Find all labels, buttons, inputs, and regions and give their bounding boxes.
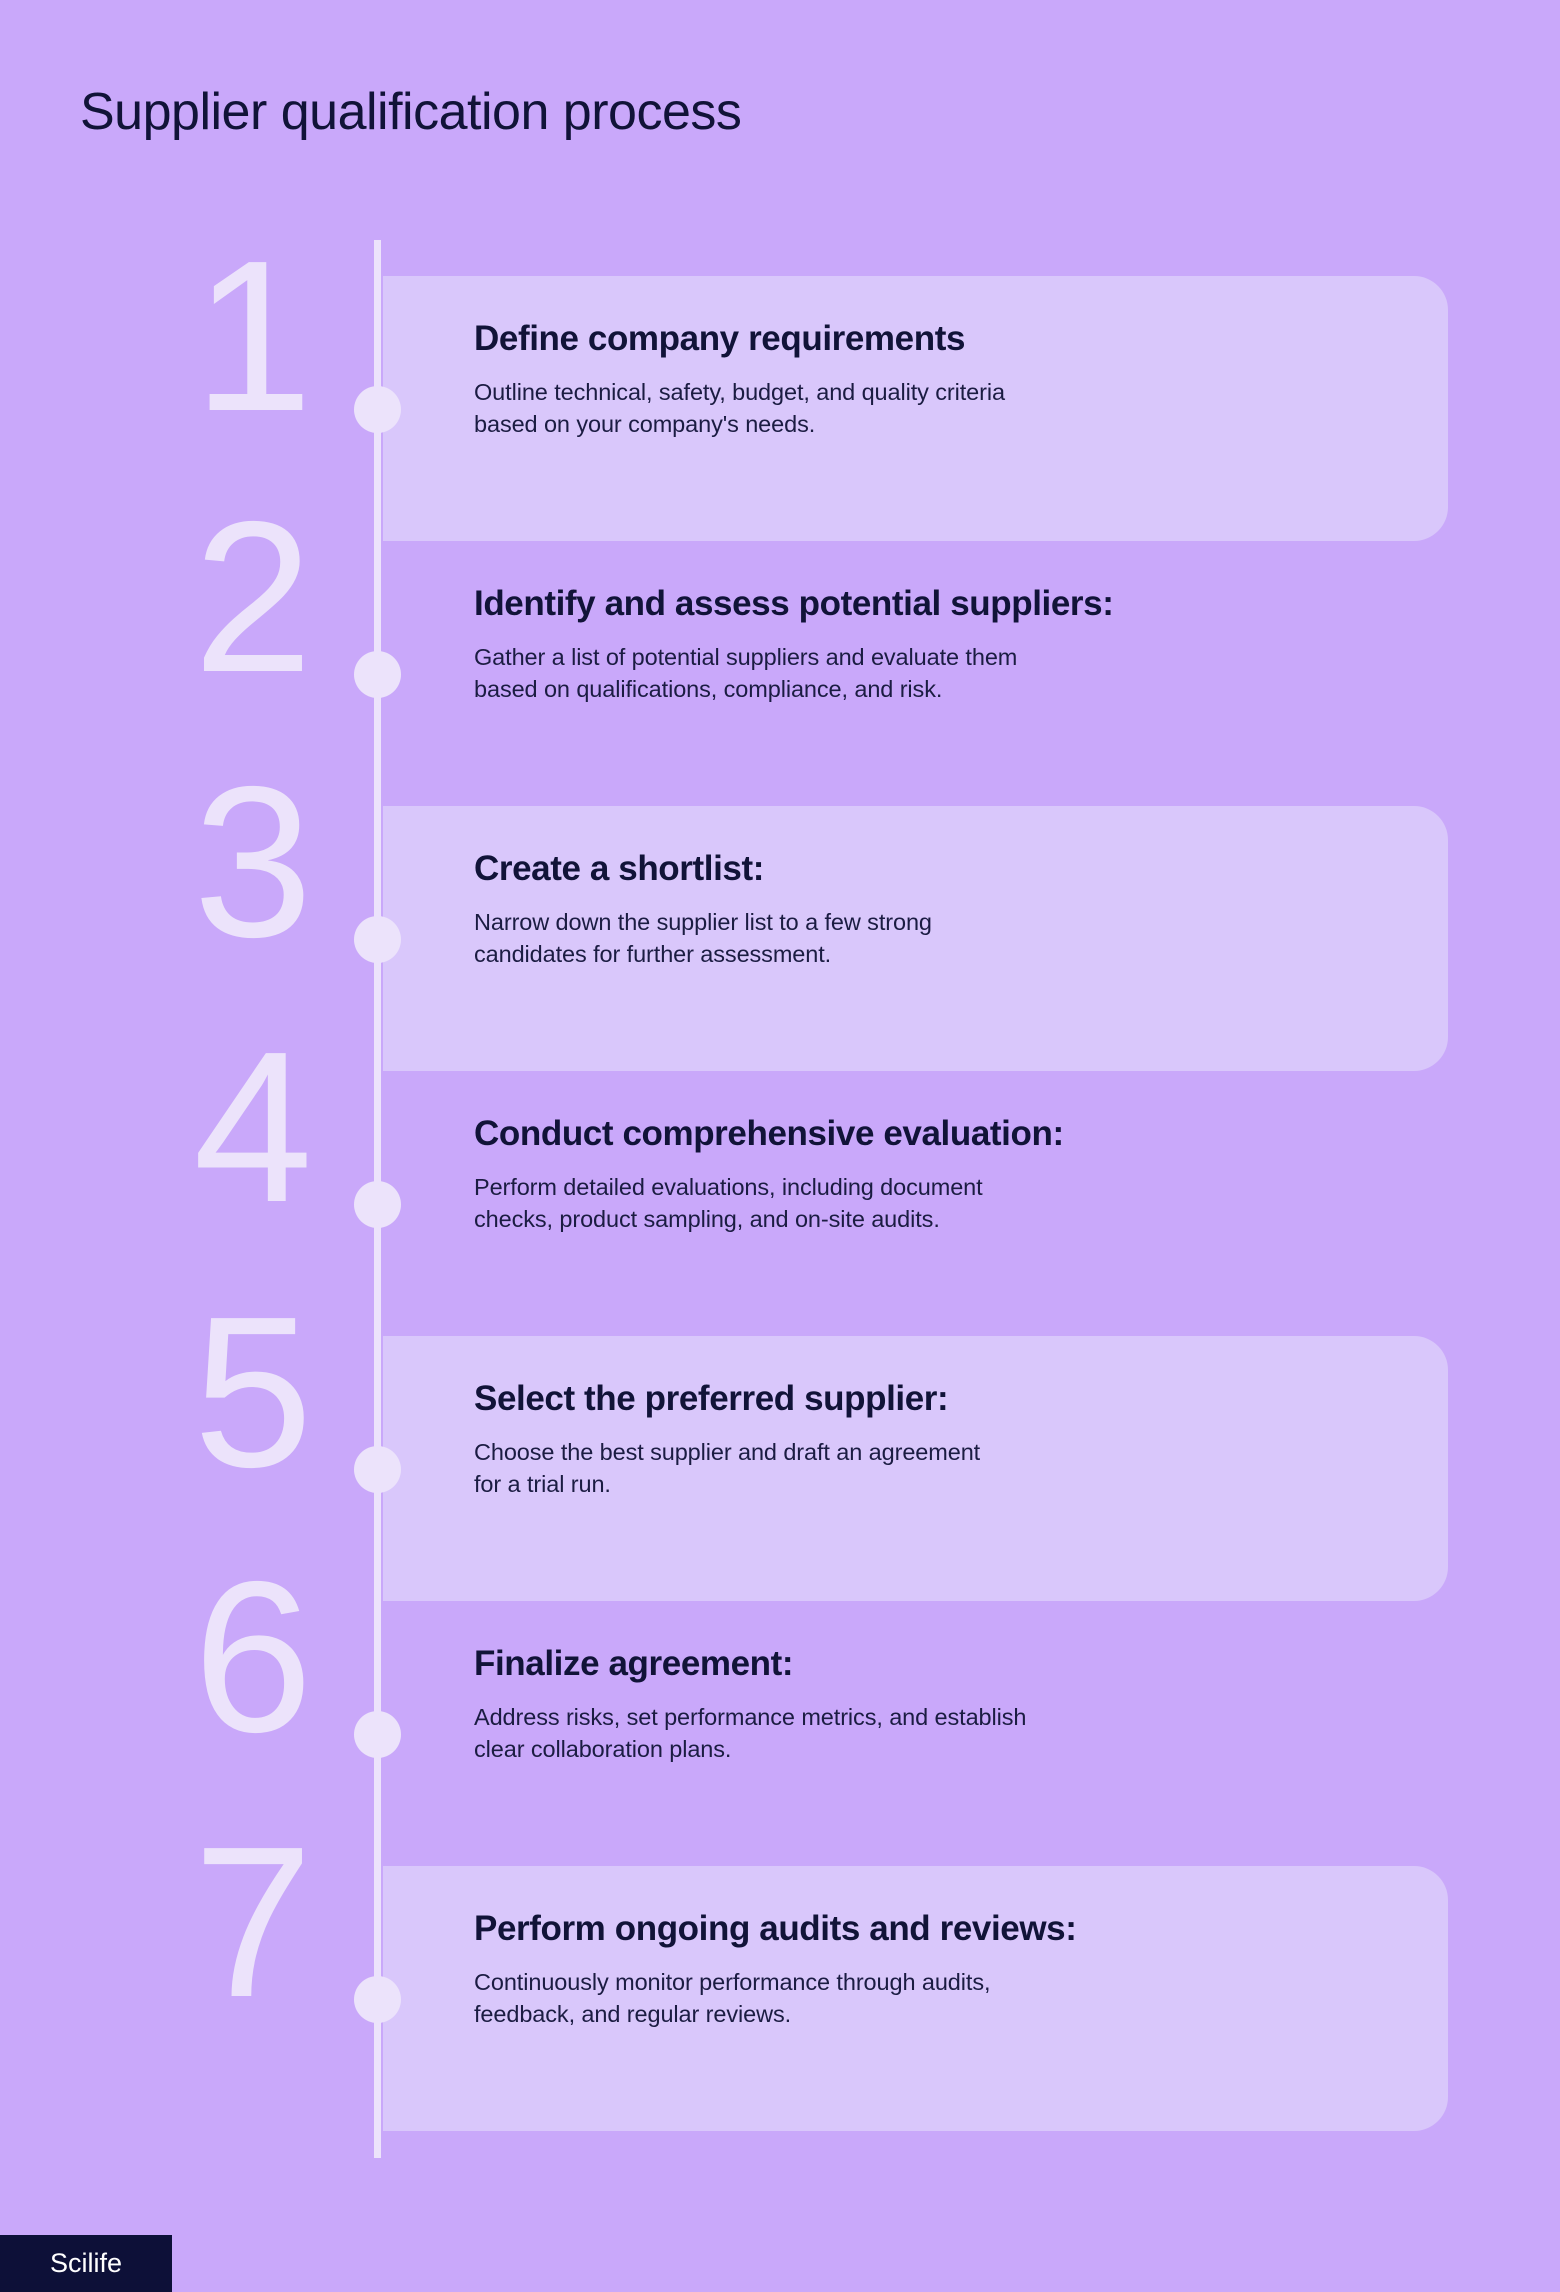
step-heading-3: Create a shortlist: [474,849,764,888]
step-body-3: Create a shortlist: Narrow down the supp… [474,848,1434,971]
step-number-5: 5 [193,1271,313,1512]
page-title: Supplier qualification process [80,83,742,141]
step-body-2: Identify and assess potential suppliers:… [474,583,1434,706]
step-card-background [383,1866,1448,2131]
step-number-3: 3 [193,741,313,982]
step-card-background [383,276,1448,541]
step-card-background [383,1336,1448,1601]
step-number-7: 7 [193,1801,313,2042]
step-heading-1: Define company requirements [474,319,966,358]
step-body-1: Define company requirements Outline tech… [474,318,1434,441]
timeline-dot-6 [354,1711,401,1758]
step-description-3: Narrow down the supplier list to a few s… [474,909,932,968]
timeline-dot-3 [354,916,401,963]
timeline-dot-7 [354,1976,401,2023]
timeline-step-3: 3 Create a shortlist: Narrow down the su… [0,754,1560,1071]
step-number-4: 4 [193,1006,313,1247]
timeline-step-7: 7 Perform ongoing audits and reviews: Co… [0,1814,1560,2131]
timeline-step-2: 2 Identify and assess potential supplier… [0,489,1560,806]
timeline-dot-5 [354,1446,401,1493]
timeline-step-6: 6 Finalize agreement: Address risks, set… [0,1549,1560,1866]
step-description-5: Choose the best supplier and draft an ag… [474,1439,981,1498]
step-heading-4: Conduct comprehensive evaluation: [474,1114,1064,1153]
step-body-7: Perform ongoing audits and reviews: Cont… [474,1908,1434,2031]
timeline-dot-2 [354,651,401,698]
timeline-step-5: 5 Select the preferred supplier: Choose … [0,1284,1560,1601]
step-heading-6: Finalize agreement: [474,1644,794,1683]
step-description-7: Continuously monitor performance through… [474,1969,991,2028]
timeline-steps-list: 1 Define company requirements Outline te… [0,228,1560,2131]
timeline-step-1: 1 Define company requirements Outline te… [0,228,1560,541]
step-description-4: Perform detailed evaluations, including … [474,1174,983,1233]
step-number-2: 2 [193,476,313,717]
timeline-dot-1 [354,386,401,433]
step-body-5: Select the preferred supplier: Choose th… [474,1378,1434,1501]
step-body-4: Conduct comprehensive evaluation: Perfor… [474,1113,1434,1236]
scilife-logo-text: Scilife [49,2248,123,2278]
step-heading-2: Identify and assess potential suppliers: [474,584,1114,623]
step-body-6: Finalize agreement: Address risks, set p… [474,1643,1434,1766]
step-number-1: 1 [193,215,313,456]
step-description-2: Gather a list of potential suppliers and… [474,644,1018,703]
step-heading-5: Select the preferred supplier: [474,1379,949,1418]
step-description-6: Address risks, set performance metrics, … [474,1704,1027,1763]
step-card-background [383,806,1448,1071]
timeline-step-4: 4 Conduct comprehensive evaluation: Perf… [0,1019,1560,1336]
timeline-dot-4 [354,1181,401,1228]
step-number-6: 6 [193,1536,313,1777]
scilife-logo[interactable]: Scilife [0,2235,172,2292]
step-heading-7: Perform ongoing audits and reviews: [474,1909,1077,1948]
step-description-1: Outline technical, safety, budget, and q… [474,379,1005,438]
